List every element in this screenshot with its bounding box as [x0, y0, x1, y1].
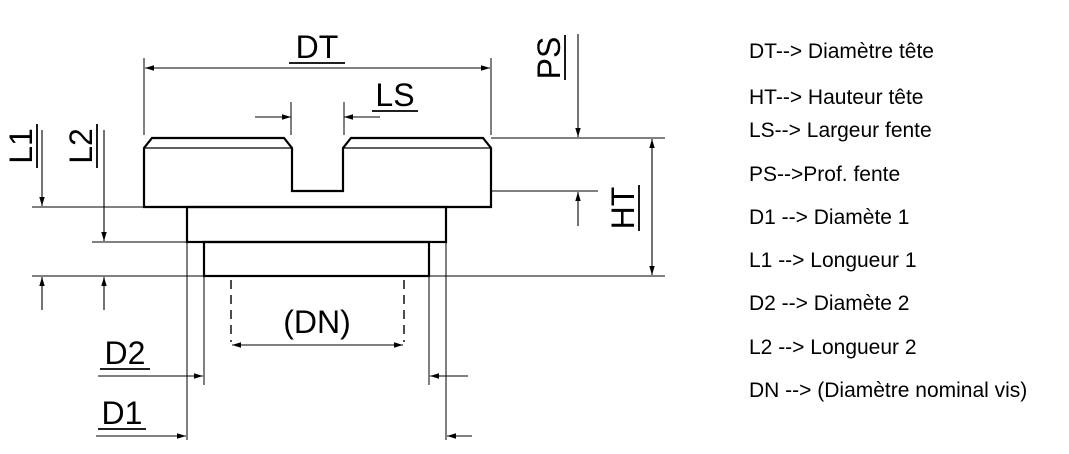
label-ps: PS [531, 37, 567, 80]
label-l1: L1 [3, 128, 39, 164]
legend-item-dn: DN --> (Diamètre nominal vis) [749, 379, 1028, 402]
legend-item-l1: L1 --> Longueur 1 [749, 249, 917, 272]
legend-item-l2: L2 --> Longueur 2 [749, 336, 917, 359]
screw-outline [142, 136, 493, 278]
label-dt: DT [296, 29, 339, 65]
label-ht: HT [605, 187, 641, 230]
label-underlines [36, 35, 640, 430]
body-d1 [185, 205, 448, 244]
label-d2: D2 [105, 335, 146, 371]
legend-item-d2: D2 --> Diamète 2 [749, 292, 910, 315]
legend-item-ls: LS--> Largeur fente [749, 119, 932, 142]
dimension-lines [39, 34, 655, 439]
label-l2: L2 [63, 128, 99, 164]
thread-hidden-lines [230, 280, 405, 342]
label-dn: (DN) [283, 304, 351, 340]
label-ls: LS [375, 77, 414, 113]
body-d2 [202, 240, 431, 278]
extension-lines [32, 58, 665, 440]
legend-item-d1: D1 --> Diamète 1 [749, 206, 910, 229]
legend-item-ht: HT--> Hauteur tête [749, 86, 924, 109]
legend-item-dt: DT--> Diamètre tête [749, 40, 934, 63]
label-d1: D1 [102, 395, 143, 431]
legend-item-ps: PS-->Prof. fente [749, 163, 901, 186]
